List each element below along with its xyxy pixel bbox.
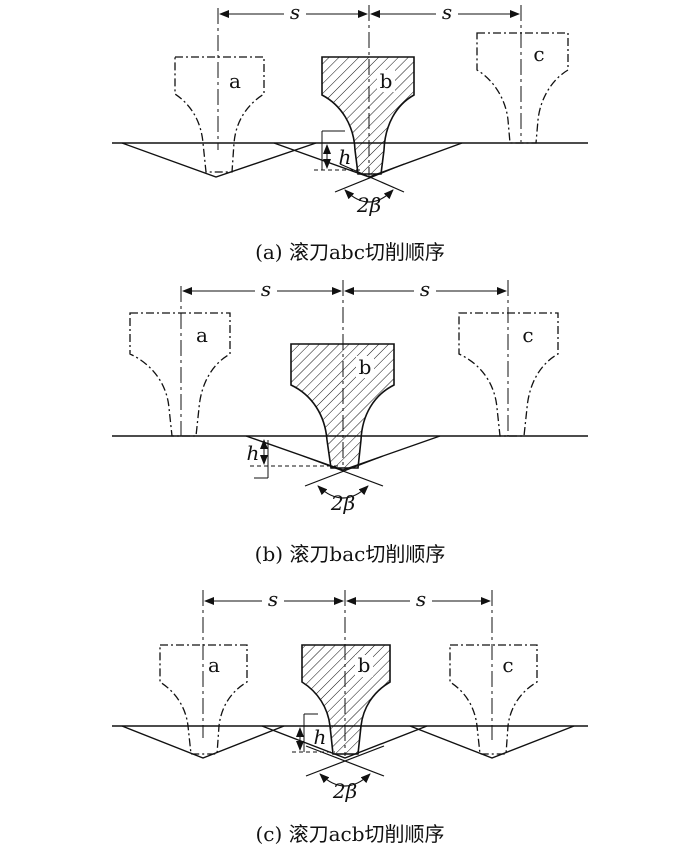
panel-a-tooth-b — [321, 56, 415, 175]
panel-a-angle-arc — [344, 189, 394, 203]
panel-c-groove-c — [409, 725, 575, 759]
panel-a-caption: (a) 滚刀abc切削顺序 — [255, 240, 445, 264]
panel-c: s s a b c h 2β — [112, 587, 588, 803]
panel-a-groove-a — [121, 142, 317, 178]
panel-b-angle-ray-left — [302, 455, 384, 487]
panel-b-label-angle: 2β — [330, 491, 355, 515]
panel-a-tooth-b-label: b — [380, 69, 393, 93]
panel-c-angle-ray-left — [305, 745, 385, 777]
panel-c-tooth-c-label: c — [502, 653, 513, 677]
panel-c-tooth-a — [159, 644, 248, 755]
panel-c-tooth-a-label: a — [208, 653, 220, 677]
panel-a: s s a b c h 2β — [112, 0, 588, 217]
panel-a-tooth-a — [174, 56, 265, 173]
panel-b-caption: (b) 滚刀bac切削顺序 — [254, 542, 446, 566]
panel-b-tooth-b — [290, 343, 395, 469]
panel-b-tooth-b-label: b — [359, 355, 372, 379]
panel-b-label-s1: s — [261, 277, 271, 301]
panel-c-caption: (c) 滚刀acb切削顺序 — [255, 822, 445, 846]
panel-b-tooth-a — [129, 312, 231, 437]
panel-b-groove-b — [245, 435, 441, 471]
panel-a-tooth-c-label: c — [533, 42, 544, 66]
panel-a-label-s2: s — [442, 0, 452, 24]
panel-a-label-h: h — [339, 145, 352, 169]
panel-b-tooth-c — [458, 312, 559, 437]
panel-c-label-h: h — [314, 725, 327, 749]
panel-a-label-s1: s — [290, 0, 300, 24]
panel-b-angle-arc — [317, 485, 369, 499]
panel-c-angle-arc — [319, 773, 371, 787]
panel-c-tooth-c — [449, 644, 538, 755]
panel-c-label-angle: 2β — [332, 779, 357, 803]
panel-b-label-h: h — [247, 441, 260, 465]
panel-a-angle-ray-right — [334, 163, 405, 193]
panel-b: s s a b c h 2β — [112, 277, 588, 515]
panel-a-tooth-a-label: a — [229, 69, 241, 93]
panel-a-angle-ray-left — [339, 163, 405, 193]
panel-b-tooth-c-label: c — [522, 323, 533, 347]
panel-c-tooth-b-label: b — [358, 653, 371, 677]
panel-a-tooth-c — [476, 32, 569, 144]
panel-a-label-angle: 2β — [356, 193, 381, 217]
panel-b-label-s2: s — [420, 277, 430, 301]
panel-c-groove-b — [261, 725, 428, 759]
panel-b-tooth-a-label: a — [196, 323, 208, 347]
panel-c-label-s1: s — [268, 587, 278, 611]
panel-c-label-s2: s — [416, 587, 426, 611]
panel-c-groove-a — [121, 725, 285, 759]
